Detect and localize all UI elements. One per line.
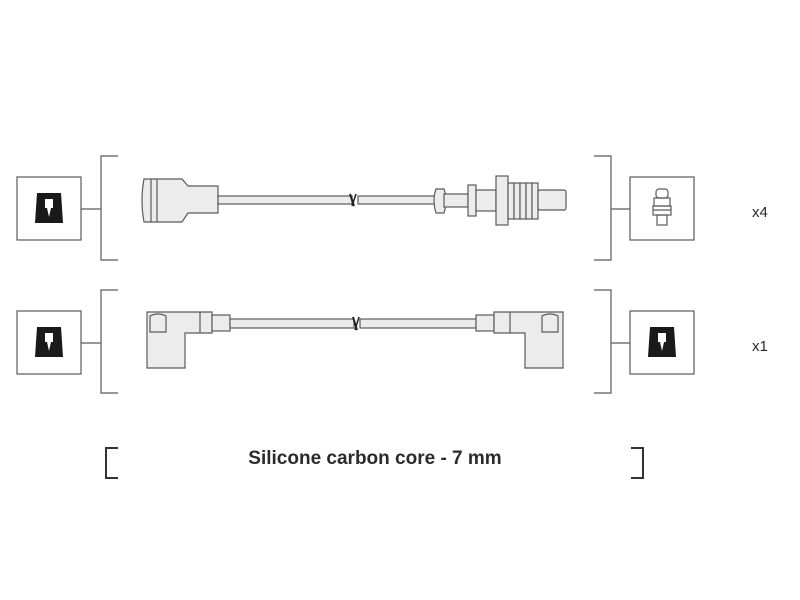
cable-1 bbox=[141, 175, 567, 226]
right-bracket-2 bbox=[594, 289, 612, 394]
quantity-label-row-2: x1 bbox=[752, 338, 768, 355]
left-bracket-2 bbox=[100, 289, 118, 394]
left-terminal-box-2 bbox=[16, 310, 101, 375]
right-terminal-box-2 bbox=[611, 310, 695, 375]
right-bracket-1 bbox=[594, 155, 612, 261]
spark-plug-connector-icon bbox=[35, 193, 63, 223]
right-terminal-box-1 bbox=[611, 176, 695, 241]
caption-left-bracket bbox=[105, 447, 118, 479]
caption-right-bracket bbox=[631, 447, 644, 479]
cable-row-2 bbox=[16, 289, 695, 394]
spark-plug-connector-icon bbox=[648, 327, 676, 357]
left-terminal-box-1 bbox=[16, 176, 101, 241]
spark-plug-connector-icon bbox=[35, 327, 63, 357]
thread-ridges bbox=[507, 182, 539, 220]
distributor-threaded-connector-icon bbox=[652, 188, 672, 226]
caption-text: Silicone carbon core - 7 mm bbox=[248, 448, 502, 469]
cable-2 bbox=[146, 311, 564, 369]
quantity-label-row-1: x4 bbox=[752, 204, 768, 221]
left-bracket-1 bbox=[100, 155, 118, 261]
straight-boot-1 bbox=[141, 178, 219, 223]
cable-row-1 bbox=[16, 155, 695, 261]
